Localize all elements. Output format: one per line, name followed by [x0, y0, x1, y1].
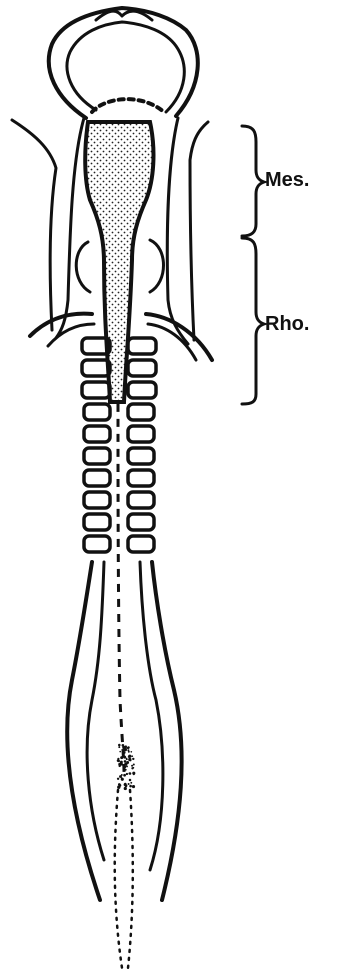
- stipple-dot: [130, 782, 132, 784]
- stipple-dot: [124, 763, 126, 765]
- forebrain-dashed-boundary: [92, 99, 164, 112]
- stipple-dot: [119, 765, 121, 767]
- somite-right: [128, 360, 156, 376]
- stipple-dot: [124, 787, 127, 790]
- stipple-dot: [118, 746, 120, 748]
- stipple-dot: [132, 758, 134, 760]
- stipple-dot: [133, 763, 135, 765]
- somite-right: [128, 338, 156, 354]
- rhombencephalon-label: Rho.: [265, 314, 309, 334]
- somite-right: [128, 448, 154, 464]
- somite-right: [128, 382, 156, 398]
- somite-left: [84, 426, 110, 442]
- stipple-dot: [123, 746, 126, 749]
- right-otic-vesicle: [150, 240, 164, 292]
- stipple-dot: [128, 758, 131, 761]
- somite-left: [84, 470, 110, 486]
- stipple-dot: [118, 760, 120, 762]
- mesencephalon-label: Mes.: [265, 170, 309, 190]
- somite-right: [128, 426, 154, 442]
- somite-right: [128, 470, 154, 486]
- somite-left: [82, 382, 110, 398]
- stipple-dot: [119, 784, 122, 787]
- left-pharyngeal-arch-inner: [48, 324, 94, 346]
- somite-right: [128, 514, 154, 530]
- somite-left: [84, 492, 110, 508]
- stipple-dot: [123, 756, 126, 759]
- left-tail-outer-wall: [67, 562, 100, 900]
- stipple-dot: [129, 785, 132, 788]
- stipple-dot: [120, 761, 123, 764]
- stipple-dot: [128, 751, 130, 753]
- stipple-dot: [121, 778, 124, 781]
- stipple-dot: [123, 765, 126, 768]
- stipple-dot: [118, 744, 121, 747]
- stipple-dot: [128, 783, 130, 785]
- mes-bracket: [242, 126, 264, 236]
- left-lateral-flap: [12, 120, 56, 330]
- left-otic-vesicle: [76, 242, 90, 292]
- notochord-dashed-line: [118, 404, 124, 772]
- left-tail-inner-wall: [87, 562, 104, 860]
- somite-left: [84, 404, 110, 420]
- stipple-dot: [128, 755, 131, 758]
- stipple-dot: [126, 758, 128, 760]
- stipple-dot: [120, 756, 123, 759]
- stipple-dot: [132, 785, 135, 788]
- somite-right: [128, 404, 154, 420]
- somite-left: [84, 514, 110, 530]
- stipple-dot: [117, 778, 119, 780]
- stipple-dot: [123, 751, 126, 754]
- stipple-dot: [125, 769, 127, 771]
- stipple-dot: [123, 774, 126, 777]
- stipple-dot: [119, 751, 121, 753]
- stipple-dot: [119, 775, 122, 778]
- stipple-dot: [128, 772, 130, 774]
- stipple-dot: [127, 747, 129, 749]
- stipple-dot: [133, 767, 135, 769]
- tail-dotted-right: [128, 790, 133, 968]
- somite-right: [128, 536, 154, 552]
- right-body-wall: [167, 118, 188, 344]
- stipple-dot: [126, 773, 128, 775]
- somite-left: [84, 536, 110, 552]
- stipple-dot: [124, 760, 127, 763]
- stipple-dot: [133, 773, 135, 775]
- rho-bracket: [242, 238, 264, 404]
- right-lateral-flap: [190, 122, 208, 340]
- stipple-dot: [130, 751, 132, 753]
- stipple-dot: [129, 779, 132, 782]
- stipple-dot: [124, 783, 127, 786]
- somite-right: [128, 492, 154, 508]
- tail-bud-stipple: [117, 744, 136, 790]
- stipple-dot: [126, 765, 128, 767]
- left-body-wall: [56, 118, 84, 338]
- tail-dotted-left: [115, 790, 122, 968]
- somite-left: [84, 448, 110, 464]
- stipple-dot: [131, 755, 133, 757]
- stipple-dot: [131, 765, 133, 767]
- forebrain-inner-outline: [67, 22, 184, 112]
